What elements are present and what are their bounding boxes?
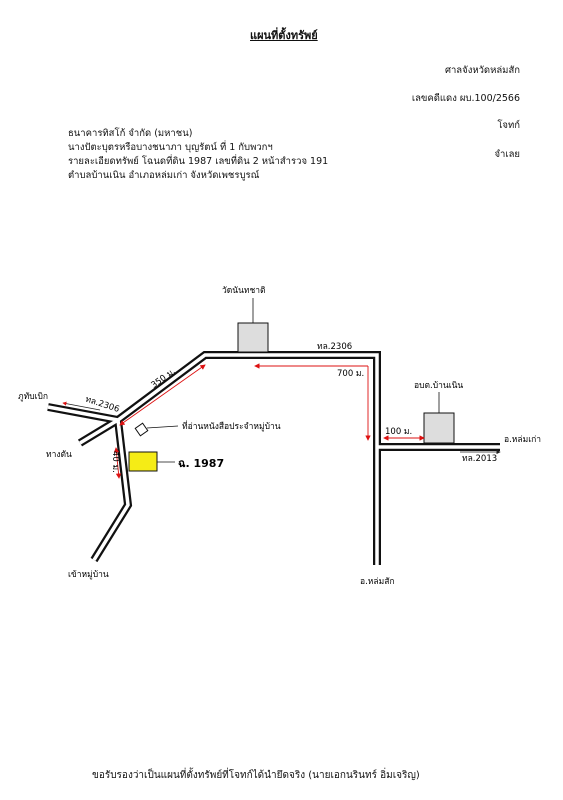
distance-40-label: 40 ม. xyxy=(110,451,120,473)
road-network xyxy=(47,351,500,565)
defendant-name: นางปัตะบุตรหรือบางชนาภา บุญรัตน์ ที่ 1 ก… xyxy=(68,142,273,153)
uthumbek-label: ภูทับเบิก xyxy=(18,392,48,402)
temple-label: วัดนันทชาติ xyxy=(222,286,266,296)
property-details: รายละเอียดทรัพย์ โฉนดที่ดิน 1987 เลขที่ด… xyxy=(68,156,329,167)
road-2013-label: ทล.2013 xyxy=(462,454,497,464)
distance-arrows xyxy=(113,363,425,479)
court-name: ศาลจังหวัดหล่มสัก xyxy=(444,65,520,76)
defendant-label: จำเลย xyxy=(494,149,520,160)
case-number: เลขคดีแดง ผบ.100/2566 xyxy=(411,93,520,104)
to-lomkao-label: อ.หล่มเก่า xyxy=(504,435,541,445)
plot-label: ฉ. 1987 xyxy=(178,457,224,470)
distance-100-label: 100 ม. xyxy=(385,427,412,437)
sao-building xyxy=(423,412,455,444)
reading-house-label: ที่อ่านหนังสือประจำหมู่บ้าน xyxy=(182,420,281,432)
certification-text: ขอรับรองว่าเป็นแผนที่ตั้งทรัพย์ที่โจทก์ไ… xyxy=(92,770,420,781)
road-2306-label: ทล.2306 xyxy=(317,342,352,352)
sao-label: อบต.บ้านเนิน xyxy=(414,380,463,391)
property-location: ตำบลบ้านเนิน อำเภอหล่มเก่า จังหวัดเพชรบู… xyxy=(68,170,260,181)
reading-house-marker xyxy=(134,422,149,437)
plaintiff-label: โจทก์ xyxy=(497,120,520,131)
plaintiff-bank: ธนาคารทิสโก้ จำกัด (มหาชน) xyxy=(68,128,193,139)
temple-building xyxy=(237,322,269,353)
dead-end-label: ทางตัน xyxy=(46,450,72,460)
to-village-label: เข้าหมู่บ้าน xyxy=(68,569,109,580)
page-title: แผนที่ตั้งทรัพย์ xyxy=(250,29,318,42)
to-lomsak-label: อ.หล่มสัก xyxy=(360,577,395,587)
distance-700-label: 700 ม. xyxy=(337,369,364,379)
property-plot xyxy=(128,451,158,472)
